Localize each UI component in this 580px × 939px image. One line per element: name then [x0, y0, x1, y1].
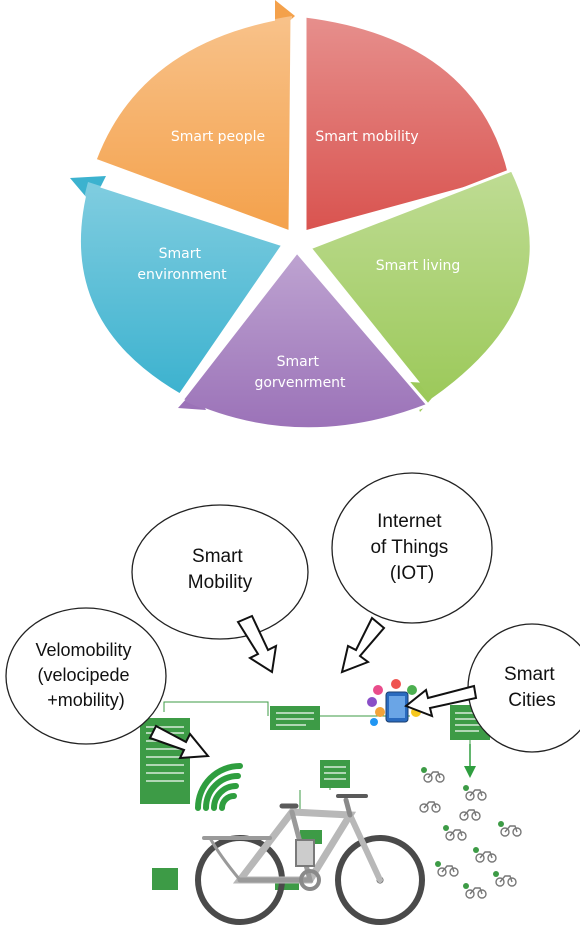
bike-system-illustration	[140, 679, 522, 925]
segment-label-smart-environment: Smart environment	[137, 246, 227, 283]
segment-smart-government: Smart gorvenrment	[178, 249, 431, 431]
oval-label-internet-of-things: Internet of Things (IOT)	[370, 511, 453, 584]
segment-label-smart-living: Smart living	[376, 258, 461, 274]
oval-label-velomobility: Velomobility (velocipede +mobility)	[35, 640, 136, 710]
arrow-smart-mobility-to-image	[236, 614, 278, 674]
oval-label-smart-mobility: Smart Mobility	[188, 546, 253, 593]
oval-internet-of-things: Internet of Things (IOT)	[331, 472, 493, 624]
app-icons-cluster-icon	[367, 679, 421, 726]
bicycle-cluster-icon	[419, 771, 522, 899]
tablet-icon	[385, 691, 409, 723]
segment-smart-environment: Smart environment	[70, 176, 286, 397]
info-box-data	[152, 868, 178, 890]
oval-smart-mobility: Smart Mobility	[131, 504, 309, 640]
smart-city-cycle: Smart people Smart mobility Smart living	[70, 0, 533, 431]
oval-smart-cities: Smart Cities	[467, 623, 580, 753]
wifi-icon	[195, 763, 243, 811]
segment-label-smart-government: Smart gorvenrment	[254, 354, 346, 391]
bicycle-cluster-markers	[421, 767, 504, 889]
arrow-velomobility-to-wifi	[148, 724, 210, 760]
bicycle-icon	[195, 794, 425, 925]
segment-label-smart-mobility: Smart mobility	[315, 129, 418, 145]
arrow-smart-cities-to-tablet	[404, 684, 478, 718]
segment-smart-people: Smart people	[93, 0, 295, 235]
oval-label-smart-cities: Smart Cities	[504, 664, 560, 711]
arrow-iot-to-image	[340, 616, 386, 674]
segment-smart-mobility: Smart mobility	[303, 14, 520, 234]
oval-velomobility: Velomobility (velocipede +mobility)	[5, 607, 167, 745]
segment-label-smart-people: Smart people	[171, 129, 265, 145]
